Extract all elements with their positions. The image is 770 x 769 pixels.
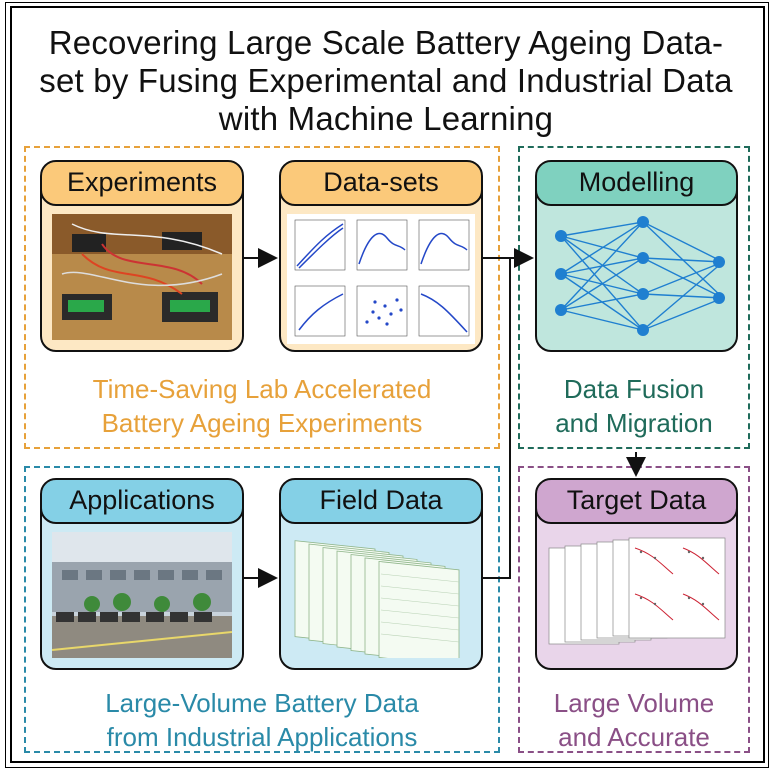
industrial-caption-line-1: Large-Volume Battery Data [105, 688, 419, 718]
title-line-3: with Machine Learning [218, 100, 554, 137]
field-data-card: Field Data [279, 478, 483, 670]
target-data-header: Target Data [537, 480, 736, 524]
target-caption: Large Volume and Accurate [518, 686, 750, 754]
modelling-card: Modelling [535, 160, 738, 352]
experiments-header: Experiments [42, 162, 242, 206]
fusion-caption-line-1: Data Fusion [563, 374, 705, 404]
fusion-caption: Data Fusion and Migration [518, 372, 750, 440]
industrial-caption-line-2: from Industrial Applications [106, 722, 418, 752]
industrial-caption: Large-Volume Battery Data from Industria… [24, 686, 500, 754]
target-caption-line-2: and Accurate [558, 722, 710, 752]
neural-network-diagram [555, 216, 725, 336]
lab-caption-line-2: Battery Ageing Experiments [101, 408, 423, 438]
lab-battery-photo [52, 214, 232, 340]
inner-frame [10, 6, 765, 763]
field-data-header: Field Data [281, 480, 481, 524]
datasets-header: Data-sets [281, 162, 481, 206]
fusion-caption-line-2: and Migration [555, 408, 713, 438]
lab-caption-line-1: Time-Saving Lab Accelerated [92, 374, 432, 404]
datasets-card: Data-sets [279, 160, 483, 352]
applications-header: Applications [42, 480, 242, 524]
modelling-header: Modelling [537, 162, 736, 206]
target-caption-line-1: Large Volume [553, 688, 715, 718]
outer-frame [5, 2, 769, 768]
title-line-2: set by Fusing Experimental and Industria… [39, 62, 733, 99]
experiments-card: Experiments [40, 160, 244, 352]
figure-title: Recovering Large Scale Battery Ageing Da… [14, 24, 758, 138]
parking-lot-photo [52, 532, 232, 658]
lab-caption: Time-Saving Lab Accelerated Battery Agei… [24, 372, 500, 440]
applications-card: Applications [40, 478, 244, 670]
datasets-plot-thumbnails [287, 214, 475, 344]
target-data-plots [548, 537, 726, 645]
target-data-card: Target Data [535, 478, 738, 670]
field-data-spreadsheets [294, 540, 460, 658]
title-line-1: Recovering Large Scale Battery Ageing Da… [48, 24, 724, 61]
industrial-data-region [24, 466, 500, 753]
